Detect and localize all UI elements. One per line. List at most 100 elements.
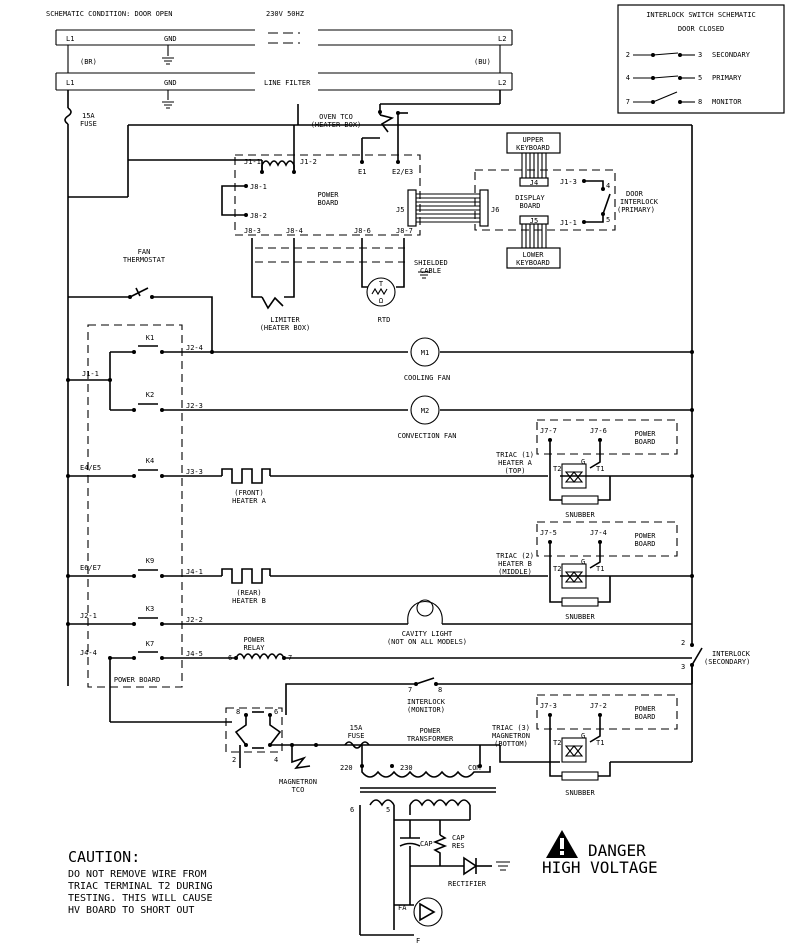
k3-label: K3 — [146, 605, 154, 613]
k1-label: K1 — [146, 334, 154, 342]
legend-subtitle: DOOR CLOSED — [678, 25, 724, 33]
svg-text:J7-5: J7-5 — [540, 529, 557, 537]
svg-text:TRIAC TERMINAL T2 DURING: TRIAC TERMINAL T2 DURING — [68, 881, 213, 892]
k7-label: K7 — [146, 640, 154, 648]
svg-text:BOARD: BOARD — [634, 438, 655, 446]
svg-text:G: G — [581, 558, 585, 566]
ribbon-cable — [407, 189, 489, 227]
j4-4-label: J4-4 — [80, 649, 97, 657]
svg-text:HV BOARD TO SHORT OUT: HV BOARD TO SHORT OUT — [68, 905, 194, 916]
row-cavity-light — [66, 599, 692, 626]
j8-6-label: J8-6 — [354, 227, 371, 235]
svg-text:SNUBBER: SNUBBER — [565, 613, 595, 621]
power-board-box — [234, 154, 421, 236]
interlock-secondary-label: INTERLOCK(SECONDARY) — [704, 650, 751, 666]
svg-text:T1: T1 — [596, 565, 604, 573]
ground-symbol — [162, 57, 174, 109]
triac-2-label: TRIAC (2)HEATER B(MIDDLE) — [496, 552, 534, 576]
svg-text:G: G — [581, 458, 585, 466]
svg-text:4: 4 — [626, 74, 630, 82]
svg-text:SNUBBER: SNUBBER — [565, 511, 595, 519]
triac-3-label: TRIAC (3)MAGNETRON(BOTTOM) — [492, 724, 530, 748]
svg-text:T2: T2 — [553, 739, 561, 747]
svg-text:8: 8 — [698, 98, 702, 106]
svg-text:J8-1: J8-1 — [250, 183, 267, 191]
k9-label: K9 — [146, 557, 154, 565]
schematic-condition: SCHEMATIC CONDITION: DOOR OPEN — [46, 10, 172, 18]
l1-label: L1 — [66, 79, 74, 87]
line-filter-label: LINE FILTER — [264, 79, 311, 87]
svg-text:4: 4 — [606, 182, 610, 190]
svg-text:PRIMARY: PRIMARY — [712, 74, 742, 82]
k4-label: K4 — [146, 457, 154, 465]
main-rails — [64, 90, 693, 762]
svg-text:2: 2 — [626, 51, 630, 59]
oven-tco — [297, 103, 500, 162]
svg-text:J7-3: J7-3 — [540, 702, 557, 710]
row-heater-b — [66, 568, 694, 584]
svg-text:UPPER: UPPER — [522, 136, 544, 144]
svg-text:5: 5 — [606, 216, 610, 224]
svg-text:G: G — [581, 732, 585, 740]
svg-text:KEYBOARD: KEYBOARD — [516, 259, 550, 267]
e2e3-label: E2/E3 — [392, 168, 413, 176]
svg-text:2: 2 — [232, 756, 236, 764]
danger-title: DANGER — [588, 841, 646, 860]
j4-1-label: J4-1 — [186, 568, 203, 576]
svg-text:LOWER: LOWER — [522, 251, 544, 259]
display-board-box — [474, 169, 616, 231]
svg-text:4: 4 — [274, 756, 278, 764]
j6-label: J6 — [491, 206, 499, 214]
supply-bus — [55, 29, 513, 100]
l2-label: L2 — [498, 79, 506, 87]
relay-pin-6: 6 — [228, 654, 232, 662]
svg-text:SECONDARY: SECONDARY — [712, 51, 751, 59]
svg-text:T2: T2 — [553, 465, 561, 473]
row-heater-a — [66, 468, 694, 484]
row-power-relay — [108, 651, 692, 722]
legend-title: INTERLOCK SWITCH SCHEMATIC — [646, 11, 756, 19]
f-label: F — [416, 937, 420, 945]
svg-text:2: 2 — [681, 639, 685, 647]
gnd-label-top: GND — [164, 35, 177, 43]
j8-3-label: J8-3 — [244, 227, 261, 235]
caution-title: CAUTION: — [68, 848, 140, 866]
svg-text:BOARD: BOARD — [634, 713, 655, 721]
relay-contacts: 8 6 2 4 — [110, 707, 500, 768]
svg-text:KEYBOARD: KEYBOARD — [516, 144, 550, 152]
relay-power-board-label: POWER BOARD — [114, 676, 160, 684]
supply-voltage: 230V 50HZ — [266, 10, 304, 18]
j1-2-label: J1-2 — [300, 158, 317, 166]
heater-b-label: (REAR)HEATER B — [232, 589, 266, 605]
legend-row-monitor: 7 8 MONITOR — [626, 91, 742, 106]
cap-label: CAP — [420, 840, 433, 848]
svg-text:TESTING. THIS WILL CAUSE: TESTING. THIS WILL CAUSE — [68, 893, 213, 904]
e4e5-label: E4/E5 — [80, 464, 101, 472]
svg-text:3: 3 — [681, 663, 685, 671]
l2-label-top: L2 — [498, 35, 506, 43]
j4-5-label: J4-5 — [186, 650, 203, 658]
svg-text:POWER: POWER — [634, 532, 656, 540]
rtd-label: RTD — [378, 316, 391, 324]
svg-text:T2: T2 — [553, 565, 561, 573]
danger-warning: DANGER HIGH VOLTAGE — [542, 830, 658, 877]
magnetron-tco — [291, 745, 311, 770]
limiter-rtd-wiring: T Ω — [251, 238, 430, 310]
rectifier-label: RECTIFIER — [448, 880, 487, 888]
j5b-label: J5 — [530, 217, 538, 225]
svg-text:J1-3: J1-3 — [560, 178, 577, 186]
triac-2: J7-5 J7-4 POWER BOARD T2 T1 G SNUBBER — [536, 521, 678, 621]
upper-keyboard: UPPER KEYBOARD J4 — [506, 132, 561, 187]
interlock-legend: INTERLOCK SWITCH SCHEMATIC DOOR CLOSED 2… — [617, 4, 785, 114]
door-interlock-primary: J1-3 J1-1 4 5 — [560, 178, 611, 227]
oven-tco-label: OVEN TCO(HEATER BOX) — [311, 113, 362, 129]
sec-5: 5 — [386, 806, 390, 814]
gnd-label: GND — [164, 79, 177, 87]
danger-subtitle: HIGH VOLTAGE — [542, 858, 658, 877]
